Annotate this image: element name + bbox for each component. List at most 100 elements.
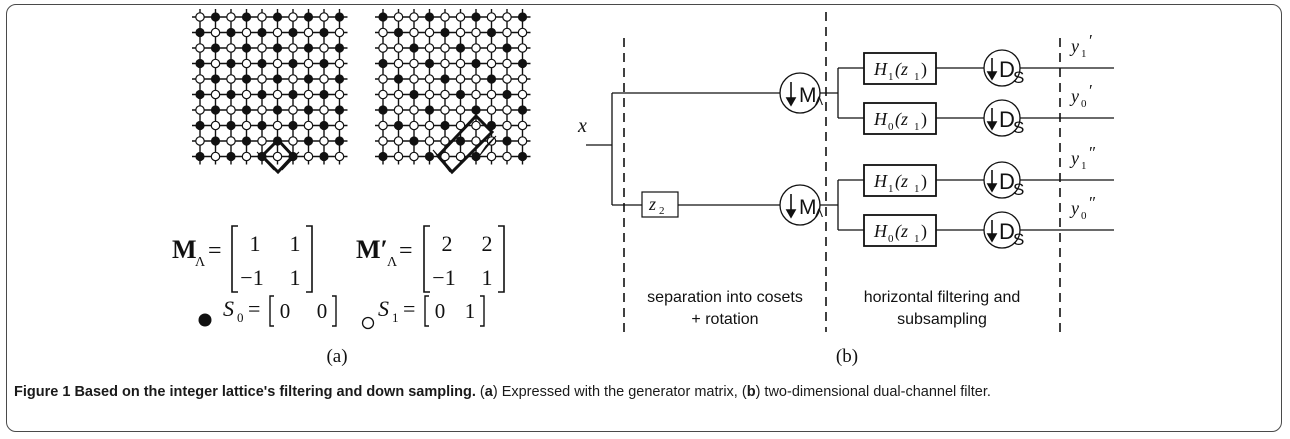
legend-s1-bracket-right [480, 295, 485, 327]
lattice-open-circle [393, 136, 404, 146]
lattice-open-circle [486, 43, 497, 53]
lattice-open-circle [517, 27, 528, 38]
lattice-filled-dot [424, 58, 435, 69]
legend-s1-subscript: 1 [392, 310, 399, 325]
output-sub: 1 [1081, 160, 1087, 172]
lattice-open-circle [195, 74, 205, 84]
down-arrow-head [986, 233, 998, 243]
legend-s0-value: 0 [317, 299, 328, 323]
lattice-open-circle [272, 89, 283, 100]
caption-part-a-text: ) Expressed with the generator matrix, ( [492, 384, 747, 400]
matrix-m-prime-symbol: M′ [356, 235, 388, 264]
lattice-open-circle [226, 74, 236, 84]
downsample-d-labels: D S D S D S D S [999, 57, 1024, 249]
lattice-filled-dot [241, 74, 252, 84]
equals-sign: = [403, 296, 415, 321]
input-label: x [577, 115, 587, 137]
lattice-filled-dot [241, 136, 252, 146]
lattice-open-circle [502, 58, 512, 69]
lattice-open-circle [486, 151, 497, 162]
lattice-filled-dot [455, 136, 466, 146]
legend-s0-bracket-left [269, 295, 274, 327]
panel-a-sublabel: (a) [326, 346, 347, 367]
lattice-filled-dot [210, 12, 221, 22]
lattice-open-circle [303, 27, 314, 38]
lattice-open-circle [455, 58, 466, 69]
lattice-open-circle [210, 27, 221, 38]
lattice-filled-dot [210, 74, 221, 84]
lattice-filled-dot [319, 58, 329, 69]
lattice-open-circle [288, 105, 298, 115]
stage1-label-line2: + rotation [691, 311, 758, 328]
lattice-open-circle [517, 89, 528, 100]
downsample-d-sub: S [1013, 230, 1024, 249]
output-name: y [1069, 36, 1079, 56]
lattice-filled-dot [226, 27, 236, 38]
figure-frame [6, 4, 1282, 432]
downsample-d-letter: D [999, 107, 1015, 132]
lattice-open-circle [257, 12, 267, 22]
lattice-open-circle [409, 58, 419, 69]
lattice-open-circle [226, 136, 236, 146]
lattice-filled-dot [195, 151, 205, 162]
lattice-open-circle [455, 151, 466, 162]
filter-close: ) [921, 221, 927, 242]
lattice-filled-dot [226, 120, 236, 131]
matrix-m-symbol: M [172, 235, 197, 264]
caption-part-b-text: ) two-dimensional dual-channel filter. [755, 384, 991, 400]
output-prime: ″ [1089, 143, 1096, 162]
lattice-open-circle [378, 120, 388, 131]
filter-sub: 0 [888, 233, 894, 245]
lattice-open-circle [378, 136, 388, 146]
filter-close: ) [921, 59, 927, 80]
lattice-filled-dot [303, 136, 314, 146]
filter-arg: (z [895, 221, 908, 242]
lattice-filled-dot [226, 151, 236, 162]
lattice-open-circle [195, 12, 205, 22]
lattice-filled-dot [288, 58, 298, 69]
lattice-open-circle [471, 74, 481, 84]
lattice-filled-dot [319, 151, 329, 162]
lattice-filled-dot [517, 105, 528, 115]
lattice-filled-dot [272, 12, 283, 22]
lattice-filled-dot [319, 120, 329, 131]
filter-name: H [873, 109, 888, 129]
lattice-open-circle [303, 89, 314, 100]
lattice-filled-dot [288, 89, 298, 100]
filter-sub: 1 [888, 183, 894, 195]
lattice-open-circle [455, 74, 466, 84]
downsample-d-sub: S [1013, 180, 1024, 199]
legend-s0-symbol: S [223, 296, 234, 321]
lattice-filled-dot [502, 43, 512, 53]
lattice-filled-dot [393, 74, 404, 84]
lattice-filled-dot [334, 43, 345, 53]
lattice-open-circle [471, 89, 481, 100]
lattice-open-circle [393, 151, 404, 162]
stage2-label-line2: subsampling [897, 311, 987, 328]
matrix-m-prime-subscript: Λ [387, 255, 398, 270]
lattice-open-circle [424, 43, 435, 53]
lattice-open-circle [226, 43, 236, 53]
lattice-open-circle [257, 136, 267, 146]
filled-dot-icon [198, 313, 212, 327]
open-circle-icon [361, 316, 375, 330]
filter-name: H [873, 221, 888, 241]
lattice-open-circle [486, 89, 497, 100]
lattice-filled-dot [393, 27, 404, 38]
lattice-filled-dot [272, 74, 283, 84]
lattice-filled-dot [471, 58, 481, 69]
lattice-filled-dot [195, 89, 205, 100]
lattice-open-circle [502, 105, 512, 115]
lattice-filled-dot [257, 89, 267, 100]
lattice-open-circle [486, 105, 497, 115]
lattice-filled-dot [210, 136, 221, 146]
lattice-open-circle [486, 58, 497, 69]
lattice-filled-dot [409, 136, 419, 146]
lattice-filled-dot [440, 74, 450, 84]
matrix-m-prime-bracket-right [498, 225, 505, 293]
matrix-m-bracket-left [231, 225, 238, 293]
lattice-filled-dot [393, 120, 404, 131]
matrix-m-bracket-right [306, 225, 313, 293]
lattice-open-circle [424, 74, 435, 84]
lattice-filled-dot [455, 89, 466, 100]
